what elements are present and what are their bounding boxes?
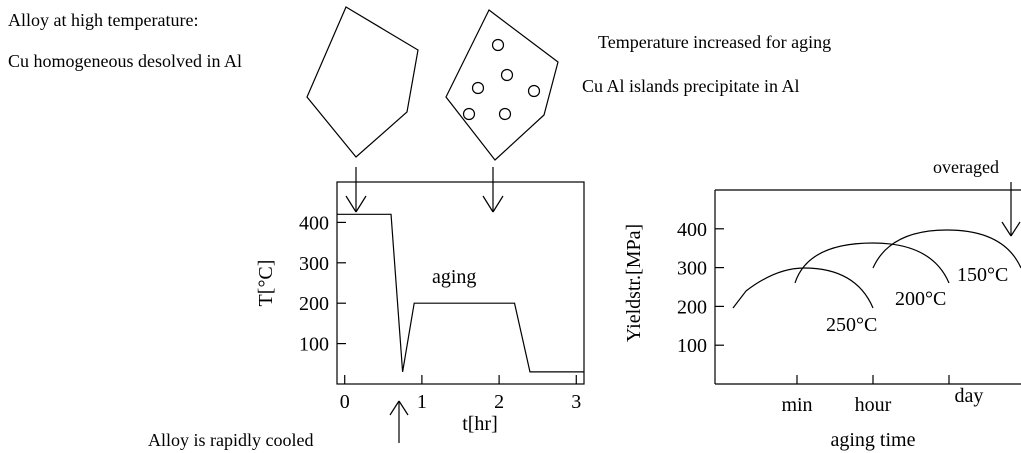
precipitate-island <box>491 38 505 52</box>
yield-y-tick-label: 200 <box>677 296 707 318</box>
high-temp-title: Alloy at high temperature: <box>8 10 198 30</box>
yield-x-tick-label: min <box>781 394 812 416</box>
cooled-annotation: Alloy is rapidly cooled <box>148 430 313 450</box>
yield-x-tick-label: day <box>955 385 984 407</box>
high-temp-description: Cu homogeneous desolved in Al <box>8 51 242 71</box>
yield-chart-xlabel: aging time <box>831 429 916 451</box>
temperature-y-tick-label: 100 <box>299 334 329 356</box>
homogeneous-grain <box>306 6 419 158</box>
temperature-y-tick-label: 300 <box>299 253 329 275</box>
yield-y-tick-label: 400 <box>677 219 707 241</box>
arrow-up-icon <box>389 400 409 443</box>
temperature-profile-line <box>337 213 584 373</box>
yield-curve-250c <box>732 267 874 309</box>
temperature-chart-xlabel: t[hr] <box>462 413 498 435</box>
series-label-200c: 200°C <box>895 288 946 310</box>
aging-region-label: aging <box>432 266 476 288</box>
aging-title: Temperature increased for aging <box>598 32 831 52</box>
precipitate-island <box>500 68 514 82</box>
precipitate-island <box>498 107 512 121</box>
series-label-250c: 250°C <box>826 314 877 336</box>
temperature-chart-ylabel: T[°C] <box>255 260 277 307</box>
arrow-down-icon <box>345 167 367 213</box>
temperature-y-tick-label: 400 <box>299 212 329 234</box>
arrow-down-icon <box>482 167 504 213</box>
temperature-x-tick-label: 3 <box>571 391 581 413</box>
precipitate-grain <box>445 9 559 161</box>
temperature-x-tick-label: 0 <box>340 391 350 413</box>
yield-x-tick-label: hour <box>855 394 892 416</box>
yield-y-tick-label: 300 <box>677 258 707 280</box>
precipitate-island <box>527 84 541 98</box>
temperature-chart-frame <box>336 181 585 385</box>
yield-chart-ylabel: Yieldstr.[MPa] <box>623 224 645 342</box>
yield-y-tick-label: 100 <box>677 335 707 357</box>
temperature-y-tick-label: 200 <box>299 293 329 315</box>
series-label-150c: 150°C <box>957 264 1008 286</box>
precipitate-island <box>462 107 476 121</box>
aging-description: Cu Al islands precipitate in Al <box>582 76 799 96</box>
temperature-x-tick-label: 1 <box>417 391 427 413</box>
yield-curve-150c <box>872 229 1021 269</box>
arrow-down-icon <box>1001 182 1021 237</box>
overaged-annotation: overaged <box>933 157 999 177</box>
temperature-x-tick-label: 2 <box>494 391 504 413</box>
precipitate-island <box>471 81 485 95</box>
yield-curve-200c <box>794 242 950 284</box>
